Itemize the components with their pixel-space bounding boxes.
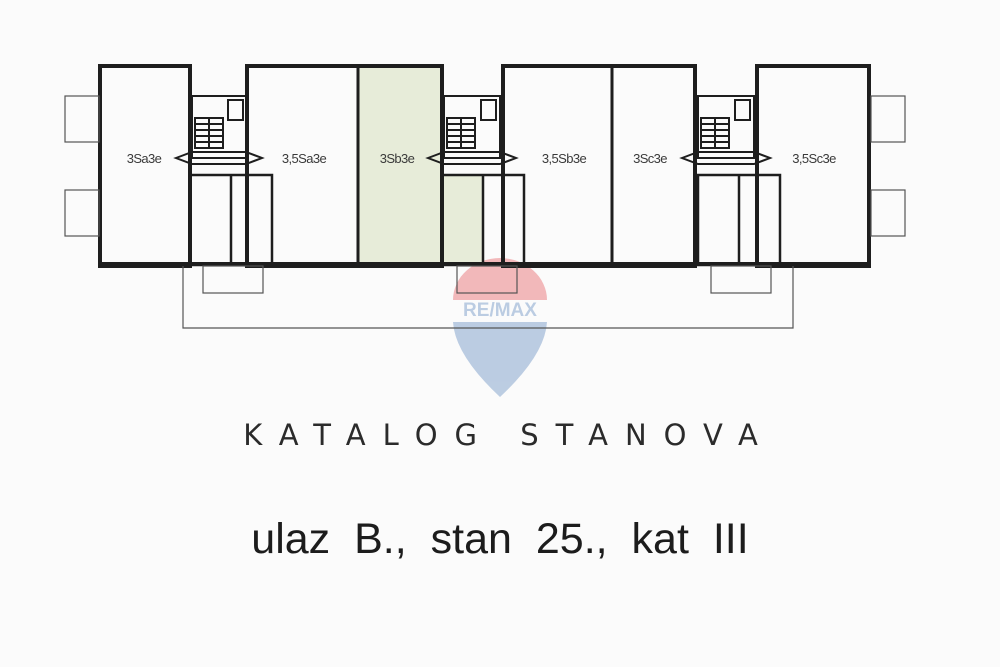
stair-core-a [173,95,265,165]
catalog-heading: KATALOG STANOVA [243,418,775,452]
balcony-east-top [870,95,906,143]
watermark-balloon-bottom [453,322,547,397]
porch-b [456,265,518,294]
building-section-d [755,64,871,268]
stair-core-b [425,95,519,165]
building-section-a [98,64,192,268]
building-section-c [501,64,697,268]
entrance-rooms-a [188,173,274,267]
watermark-text: RE/MAX [463,300,537,321]
balcony-east-bottom [870,189,906,237]
highlighted-unit-fill-lower [442,175,482,263]
watermark-balloon-top [453,258,547,300]
unit-label-2: 3,5Sa3e [282,151,327,166]
unit-label-4: 3,5Sb3e [542,151,587,166]
unit-label-3: 3Sb3e [380,151,415,166]
highlighted-unit-fill [359,68,442,263]
unit-labels: 3Sa3e 3,5Sa3e 3Sb3e 3,5Sb3e 3Sc3e 3,5Sc3… [127,151,837,166]
balcony-west-bottom [64,189,100,237]
stair-core-c [679,95,773,165]
entrance-rooms-c [696,173,782,267]
balcony-west-top [64,95,100,143]
walkway-outline [182,266,794,329]
apartment-subtitle: ulaz B., stan 25., kat III [251,515,749,563]
remax-watermark: RE/MAX [453,258,547,397]
floor-plan: RE/MAX [64,64,906,397]
entrance-rooms-b [440,173,526,267]
porch-c [710,265,772,294]
porch-a [202,265,264,294]
unit-label-5: 3Sc3e [633,151,667,166]
unit-label-6: 3,5Sc3e [792,151,836,166]
unit-label-1: 3Sa3e [127,151,162,166]
